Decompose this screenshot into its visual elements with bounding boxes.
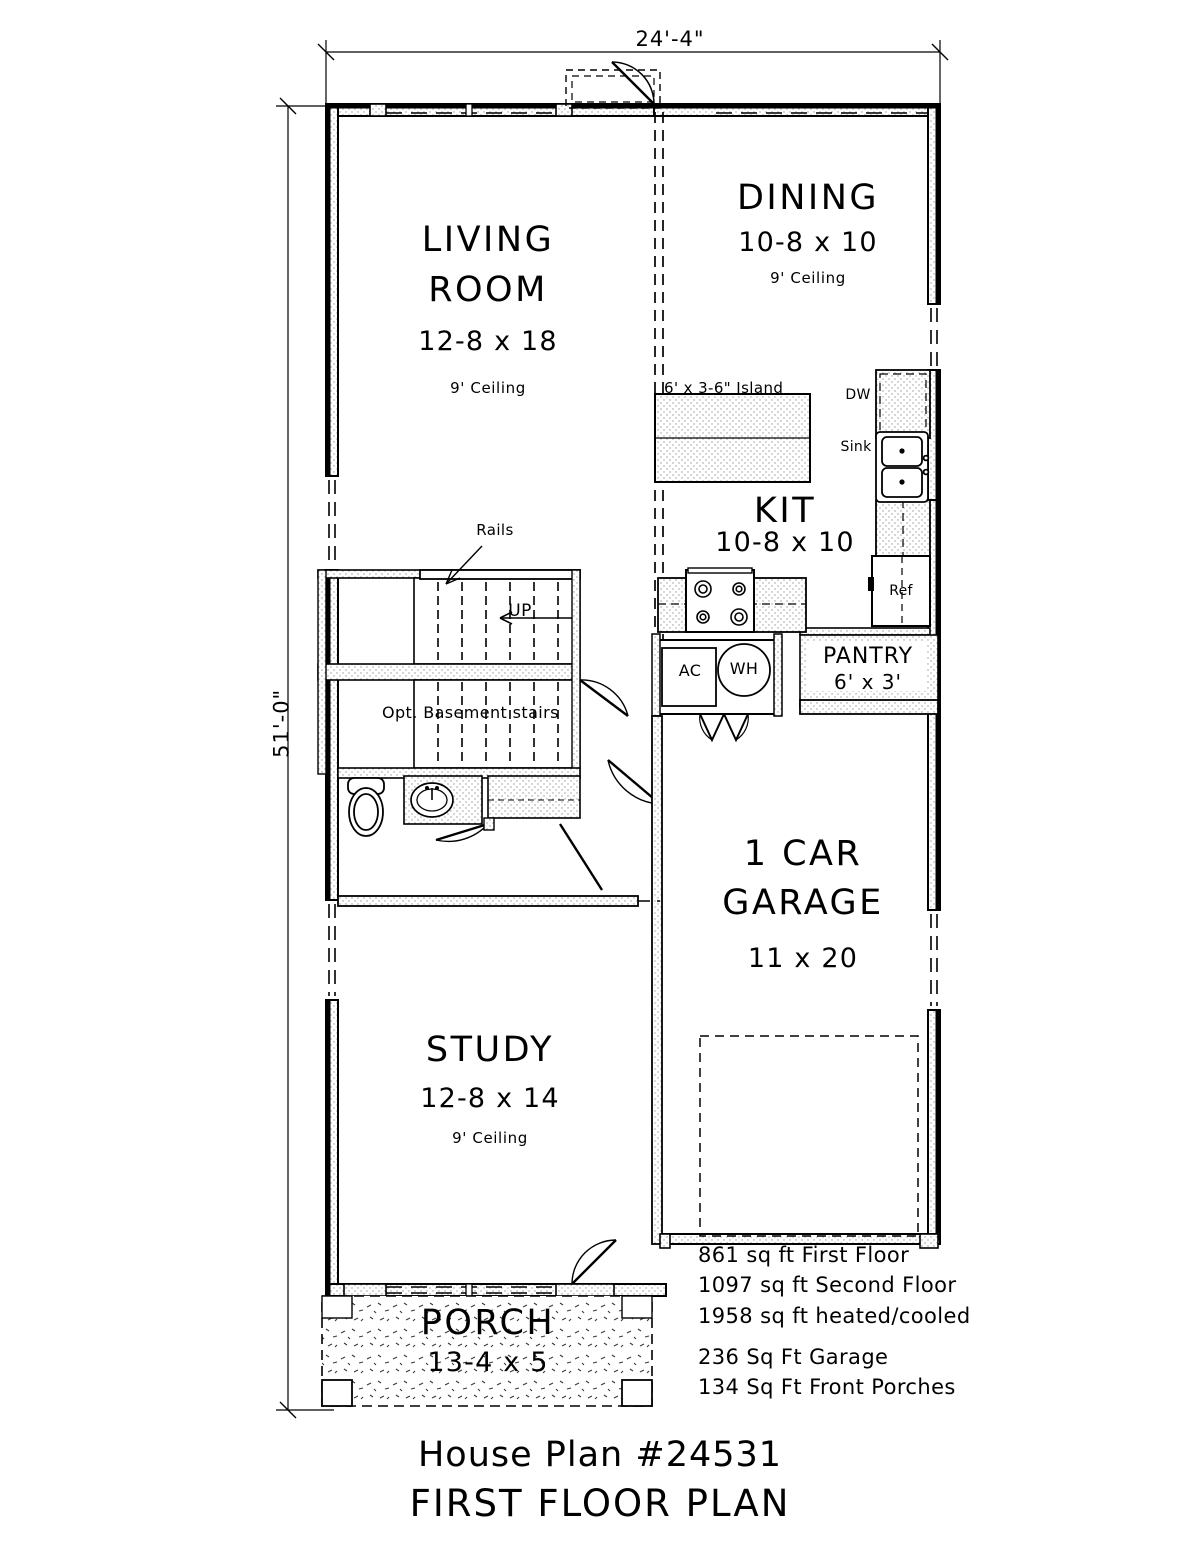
area-schedule-primary: 861 sq ft First Floor 1097 sq ft Second … [698, 1240, 998, 1331]
room-size-pantry: 6' x 3' [834, 670, 902, 694]
kitchen-island [654, 393, 811, 483]
porch-door [571, 1239, 617, 1285]
room-size-study: 12-8 x 14 [420, 1083, 560, 1114]
room-label-garage: 1 CAR [743, 834, 863, 874]
room-label-living-2: ROOM [428, 270, 548, 310]
stairs-up-label: UP [508, 601, 532, 621]
stairs [317, 545, 581, 775]
area-first-floor: 861 sq ft First Floor [698, 1243, 910, 1267]
windows [328, 103, 938, 1297]
entry-door [565, 61, 661, 116]
toilet-fixture [347, 777, 385, 837]
hall-doors [579, 679, 661, 805]
area-schedule-secondary: 236 Sq Ft Garage 134 Sq Ft Front Porches [698, 1342, 998, 1403]
mechanical-closet [657, 639, 781, 743]
refrigerator-label: Ref [889, 583, 913, 599]
plan-subtitle: FIRST FLOOR PLAN [409, 1482, 791, 1525]
room-label-kitchen: KIT [753, 491, 817, 531]
refrigerator [868, 555, 931, 627]
room-size-porch: 13-4 x 5 [427, 1347, 549, 1378]
air-conditioner-label: AC [678, 661, 702, 680]
basement-stairs-label: Opt. Basement stairs [382, 703, 559, 722]
room-label-dining: DINING [736, 178, 880, 218]
powder-room [337, 767, 581, 843]
area-heated-cooled: 1958 sq ft heated/cooled [698, 1303, 971, 1328]
interior-walls [337, 715, 663, 1245]
room-label-garage-2: GARAGE [722, 883, 884, 923]
pantry-walls [799, 634, 939, 715]
wall-outer-edges [325, 103, 941, 1297]
rails-label: Rails [476, 521, 514, 539]
dishwasher-label: DW [845, 387, 871, 403]
area-second-floor: 1097 sq ft Second Floor [698, 1273, 957, 1298]
room-label-porch: PORCH [420, 1303, 556, 1343]
kitchen-sink [875, 431, 930, 503]
dimension-overall-width: 24'-4" [635, 27, 705, 51]
area-front-porches: 134 Sq Ft Front Porches [698, 1375, 956, 1400]
vanity-fixture [403, 775, 483, 825]
porch [321, 1295, 653, 1407]
room-ceiling-dining: 9' Ceiling [770, 269, 846, 287]
room-label-study: STUDY [425, 1030, 555, 1070]
plan-title: House Plan #24531 [417, 1435, 783, 1475]
room-label-pantry: PANTRY [822, 644, 914, 669]
dimension-overall-depth: 51'-0" [269, 688, 294, 758]
room-size-garage: 11 x 20 [747, 943, 859, 974]
island-label: 6' x 3-6" Island [664, 379, 784, 397]
room-size-dining: 10-8 x 10 [738, 227, 878, 258]
range-cooktop [657, 567, 807, 633]
water-heater-label: WH [729, 659, 759, 678]
room-ceiling-living: 9' Ceiling [450, 379, 526, 397]
room-label-living: LIVING [421, 220, 555, 260]
room-ceiling-study: 9' Ceiling [452, 1129, 528, 1147]
garage-outline [659, 1035, 939, 1249]
sink-label: Sink [840, 439, 872, 455]
room-size-living: 12-8 x 18 [418, 326, 558, 357]
dimension-lines [276, 40, 949, 1419]
beam-line [654, 112, 664, 640]
area-garage: 236 Sq Ft Garage [698, 1345, 889, 1369]
pantry-shelf [799, 627, 931, 636]
room-size-kitchen: 10-8 x 10 [715, 527, 855, 558]
